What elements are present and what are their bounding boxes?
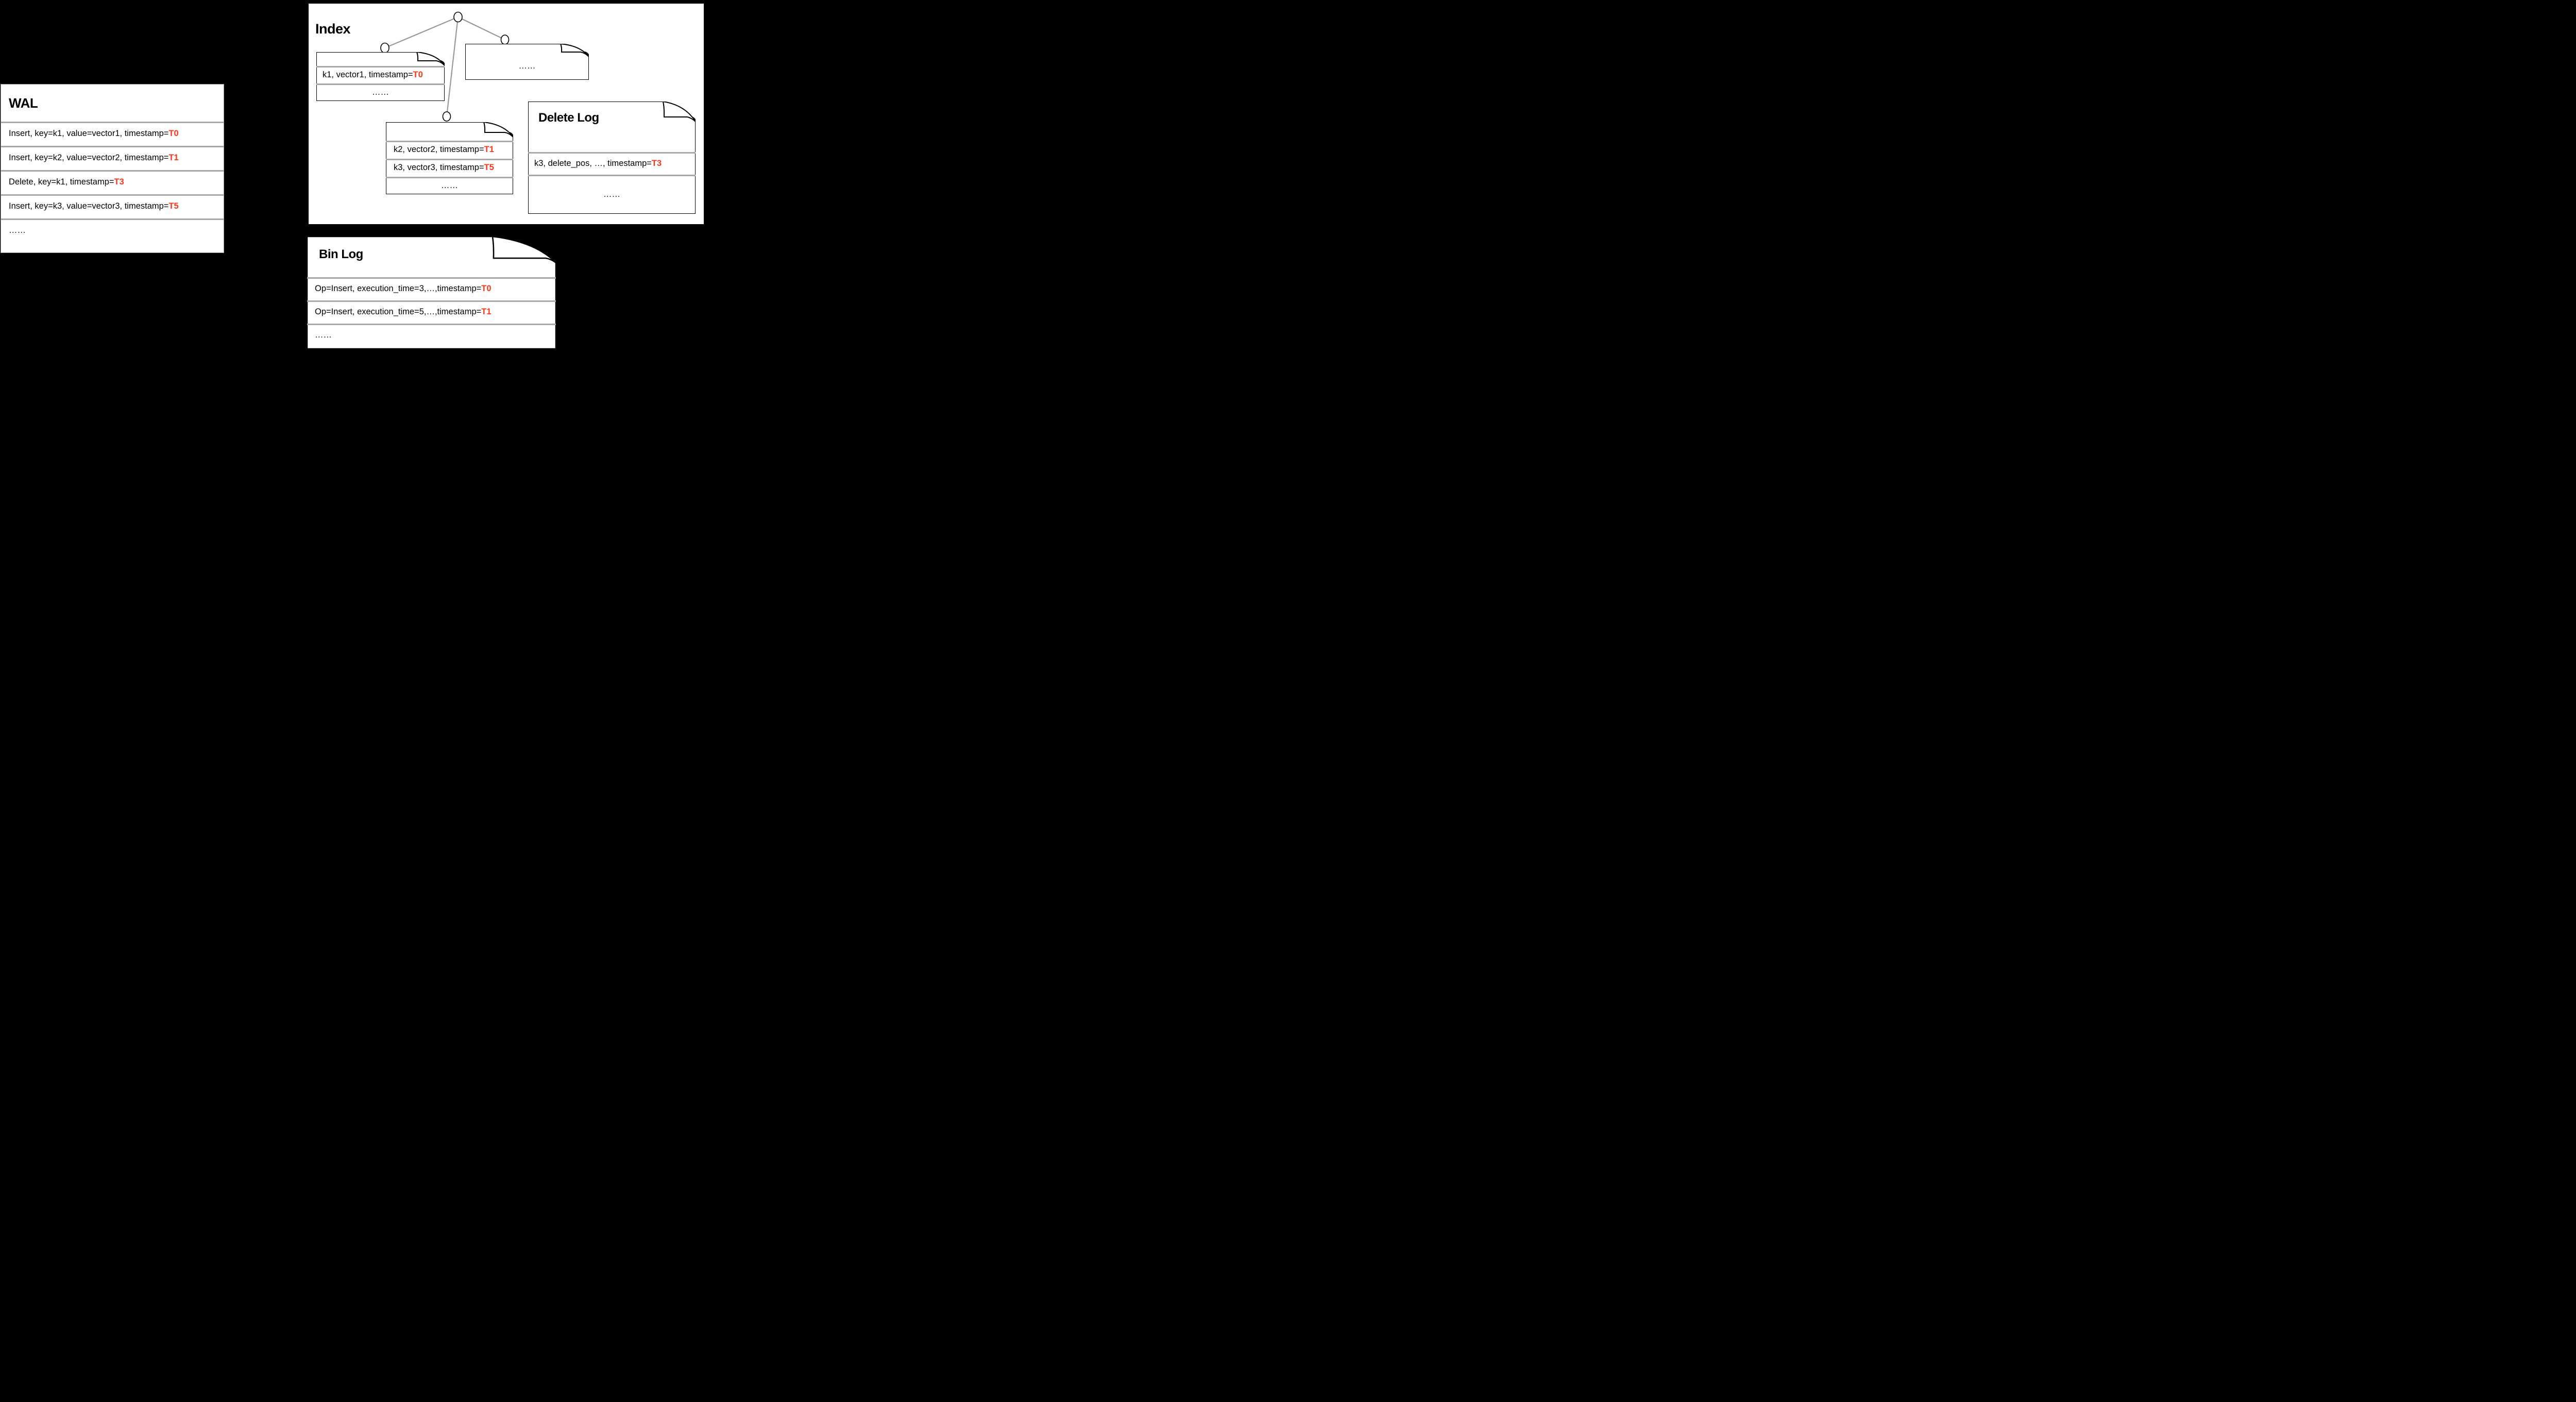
timestamp-value: T3 (651, 158, 662, 168)
timestamp-value: T0 (168, 129, 179, 138)
segment-row: k1, vector1, timestamp=T0 (316, 66, 442, 83)
diagram-canvas: WAL Insert, key=k1, value=vector1, times… (0, 0, 704, 350)
bin-log-row-text: Op=Insert, execution_time=5,…,timestamp= (315, 307, 482, 316)
timestamp-value: T0 (481, 284, 492, 293)
divider (386, 177, 513, 178)
index-segment-right-doc: …… (465, 44, 589, 80)
timestamp-value: T1 (484, 145, 494, 154)
segment-row: …… (468, 52, 586, 80)
document-shape (307, 237, 556, 349)
divider (1, 194, 224, 196)
document-shape (386, 122, 513, 194)
index-segment-middle-doc: k2, vector2, timestamp=T1 k3, vector3, t… (386, 122, 513, 194)
delete-log-row: …… (531, 175, 692, 214)
bin-log-row: …… (307, 324, 553, 347)
segment-row-text: …… (441, 180, 458, 190)
wal-row: Insert, key=k3, value=vector3, timestamp… (1, 194, 221, 218)
divider (386, 141, 513, 142)
tree-node-middle-icon (442, 111, 451, 122)
timestamp-value: T5 (484, 163, 494, 172)
index-segment-left-doc: k1, vector1, timestamp=T0 …… (316, 52, 445, 101)
divider (1, 218, 224, 220)
timestamp-value: T1 (168, 153, 179, 162)
segment-row: k2, vector2, timestamp=T1 (386, 141, 510, 159)
wal-row: …… (1, 218, 221, 243)
delete-log-row-text: …… (603, 189, 620, 199)
bin-log-doc: Bin Log Op=Insert, execution_time=3,…,ti… (307, 237, 556, 349)
bin-log-row: Op=Insert, execution_time=5,…,timestamp=… (307, 300, 553, 324)
wal-row-text: Insert, key=k3, value=vector3, timestamp… (9, 201, 169, 211)
timestamp-value: T0 (413, 70, 423, 79)
divider (1, 122, 224, 123)
wal-row-text: …… (9, 226, 26, 235)
folded-corner-icon (560, 44, 589, 57)
segment-row: k3, vector3, timestamp=T5 (386, 159, 510, 177)
tree-edge (457, 16, 505, 40)
folded-corner-icon (416, 52, 445, 66)
divider (307, 324, 556, 325)
wal-panel: WAL Insert, key=k1, value=vector1, times… (1, 85, 224, 252)
divider (307, 277, 556, 279)
wal-title: WAL (9, 95, 38, 111)
tree-edge (384, 16, 459, 49)
document-shape (465, 44, 589, 80)
delete-log-row: k3, delete_pos, …, timestamp=T3 (528, 152, 692, 175)
index-title: Index (315, 21, 351, 37)
wal-row: Insert, key=k1, value=vector1, timestamp… (1, 122, 221, 146)
document-shape (528, 102, 696, 214)
folded-corner-icon (662, 102, 696, 122)
tree-node-root-icon (453, 11, 463, 23)
bin-log-title: Bin Log (319, 247, 363, 261)
folded-corner-icon (492, 237, 556, 263)
divider (528, 175, 696, 176)
wal-row: Insert, key=k2, value=vector2, timestamp… (1, 146, 221, 170)
timestamp-value: T5 (168, 201, 179, 211)
document-shape (316, 52, 445, 101)
bin-log-row-text: …… (315, 330, 332, 340)
segment-row-text: k2, vector2, timestamp= (394, 145, 484, 154)
divider (1, 170, 224, 172)
timestamp-value: T1 (481, 307, 492, 316)
wal-row-text: Insert, key=k2, value=vector2, timestamp… (9, 153, 169, 162)
wal-row-text: Insert, key=k1, value=vector1, timestamp… (9, 129, 169, 138)
tree-edges (384, 16, 505, 117)
delete-log-doc: Delete Log k3, delete_pos, …, timestamp=… (528, 102, 696, 214)
divider (316, 66, 445, 67)
bin-log-row-text: Op=Insert, execution_time=3,…,timestamp= (315, 284, 482, 293)
divider (1, 146, 224, 147)
divider (307, 300, 556, 302)
segment-row-text: k3, vector3, timestamp= (394, 163, 484, 172)
segment-row-text: k1, vector1, timestamp= (323, 70, 413, 79)
divider (528, 152, 696, 154)
segment-row: …… (389, 177, 510, 194)
timestamp-value: T3 (114, 177, 124, 187)
bin-log-row: Op=Insert, execution_time=3,…,timestamp=… (307, 277, 553, 300)
segment-row: …… (319, 83, 442, 101)
index-panel: Index (309, 4, 704, 224)
delete-log-row-text: k3, delete_pos, …, timestamp= (534, 158, 652, 168)
divider (386, 159, 513, 160)
tree-node-right-icon (500, 35, 510, 45)
segment-row-text: …… (372, 87, 389, 97)
divider (316, 83, 445, 85)
tree-node-left-icon (380, 42, 389, 54)
tree-edge (446, 16, 459, 117)
segment-row-text: …… (518, 61, 536, 71)
wal-row-text: Delete, key=k1, timestamp= (9, 177, 114, 187)
delete-log-title: Delete Log (538, 111, 599, 125)
folded-corner-icon (483, 122, 513, 138)
wal-row: Delete, key=k1, timestamp=T3 (1, 170, 221, 194)
